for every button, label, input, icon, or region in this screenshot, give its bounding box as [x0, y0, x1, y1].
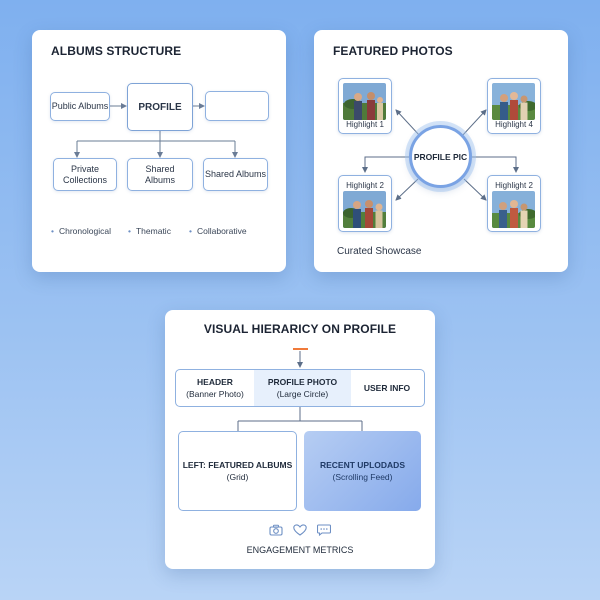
albums-structure-title: ALBUMS STRUCTURE	[51, 44, 182, 58]
highlight-4-label: Highlight 4	[495, 120, 533, 129]
albums-structure-card	[32, 30, 286, 272]
featured-albums-label: LEFT: FEATURED ALBUMS	[182, 460, 293, 470]
camera-icon	[269, 524, 283, 536]
featured-albums-sublabel: (Grid)	[226, 472, 249, 482]
shared-albums-node: Shared Albums	[127, 158, 193, 191]
highlight-2-right-card: Highlight 2	[487, 175, 541, 232]
profile-photo-sublabel: (Large Circle)	[276, 389, 329, 399]
highlight-2-left-label: Highlight 2	[346, 181, 384, 190]
bullet-thematic: •Thematic	[128, 226, 171, 236]
profile-pic-hub: PROFILE PIC	[409, 125, 472, 188]
header-sublabel: (Banner Photo)	[186, 389, 244, 399]
highlight-2-left-photo	[343, 191, 386, 228]
bullet-chronological: •Chronological	[51, 226, 111, 236]
highlight-2-right-photo	[492, 191, 535, 228]
heart-icon	[293, 524, 307, 536]
user-info-label: USER INFO	[363, 383, 411, 393]
recent-uploads-box: RECENT UPLODADS (Scrolling Feed)	[304, 431, 421, 511]
highlight-2-right-label: Highlight 2	[495, 181, 533, 190]
highlight-1-photo	[343, 83, 386, 120]
highlight-1-label: Highlight 1	[346, 120, 384, 129]
recent-uploads-sublabel: (Scrolling Feed)	[332, 472, 393, 482]
visual-hierarchy-title: VISUAL HIERARICY ON PROFILE	[203, 322, 397, 336]
recent-uploads-label: RECENT UPLODADS	[319, 460, 405, 470]
highlight-4-card: Highlight 4	[487, 78, 541, 134]
bullet-collaborative: •Collaborative	[189, 226, 247, 236]
comment-icon	[317, 524, 331, 536]
featured-albums-box: LEFT: FEATURED ALBUMS (Grid)	[178, 431, 297, 511]
highlight-4-photo	[492, 83, 535, 120]
engagement-metrics-label: ENGAGEMENT METRICS	[246, 545, 354, 555]
header-label: HEADER	[197, 377, 233, 387]
private-collections-node: Private Collections	[53, 158, 117, 191]
shared-albums-node-2: Shared Albums	[203, 158, 268, 191]
featured-photos-title: FEATURED PHOTOS	[333, 44, 453, 58]
header-segment: HEADER (Banner Photo)	[176, 370, 254, 406]
profile-layout-row: HEADER (Banner Photo) PROFILE PHOTO (Lar…	[175, 369, 425, 407]
highlight-2-left-card: Highlight 2	[338, 175, 392, 232]
profile-node: PROFILE	[127, 83, 193, 131]
highlight-1-card: Highlight 1	[338, 78, 392, 134]
profile-photo-segment: PROFILE PHOTO (Large Circle)	[254, 370, 351, 406]
public-albums-node: Public Albums	[50, 92, 110, 121]
profile-photo-label: PROFILE PHOTO	[267, 377, 338, 387]
empty-node	[205, 91, 269, 121]
curated-showcase-caption: Curated Showcase	[337, 246, 422, 257]
user-info-segment: USER INFO	[351, 370, 423, 406]
